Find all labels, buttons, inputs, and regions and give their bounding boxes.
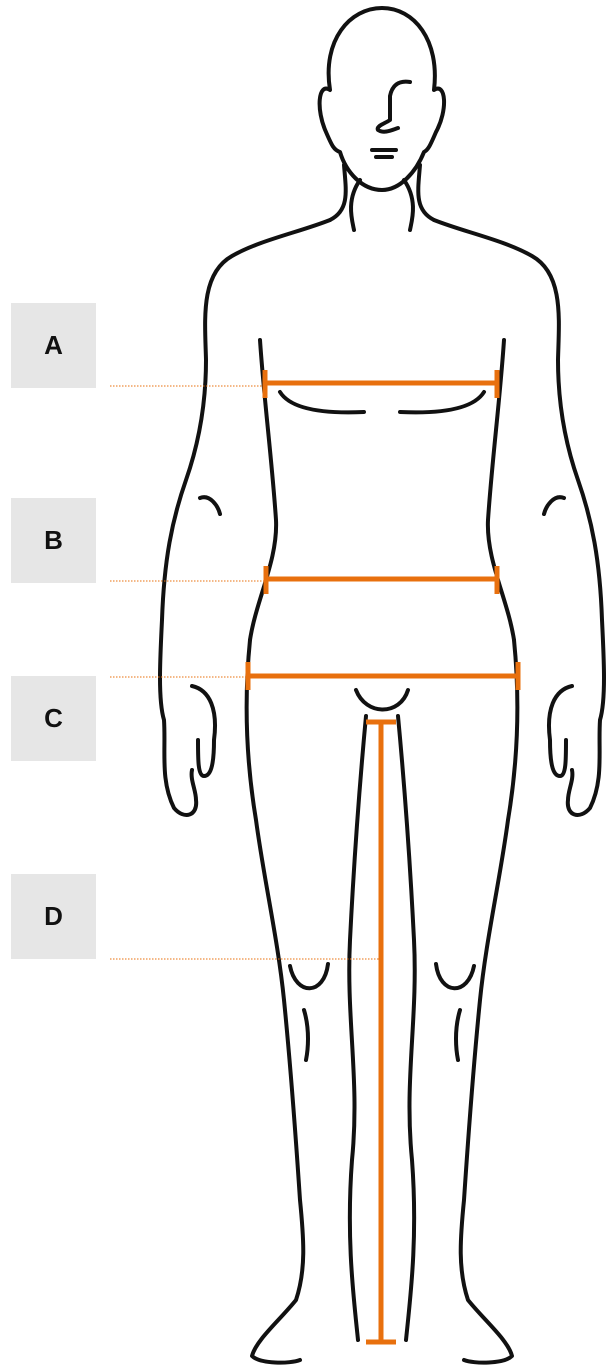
leg-left-outer bbox=[247, 640, 304, 1363]
neck-inner-right bbox=[404, 180, 413, 230]
elbow-left bbox=[200, 497, 220, 514]
measure-lines bbox=[248, 370, 518, 1342]
neck-left bbox=[330, 165, 346, 220]
guide-lines bbox=[110, 386, 380, 959]
crotch bbox=[356, 690, 408, 710]
neck-right bbox=[418, 165, 434, 220]
neck-inner-left bbox=[351, 180, 360, 230]
head-outline bbox=[320, 8, 444, 190]
leg-right-outer bbox=[461, 640, 518, 1363]
shin-right bbox=[456, 1010, 460, 1060]
chest-right bbox=[400, 392, 484, 412]
knee-left bbox=[290, 964, 328, 988]
hand-right bbox=[549, 686, 572, 776]
shin-left bbox=[304, 1010, 308, 1060]
hand-left bbox=[192, 686, 215, 776]
knee-right bbox=[436, 964, 474, 988]
leg-left-inner bbox=[349, 716, 366, 1340]
leg-right-inner bbox=[398, 716, 415, 1340]
elbow-right bbox=[544, 497, 564, 514]
chest-left bbox=[280, 392, 364, 412]
nose bbox=[378, 82, 410, 132]
